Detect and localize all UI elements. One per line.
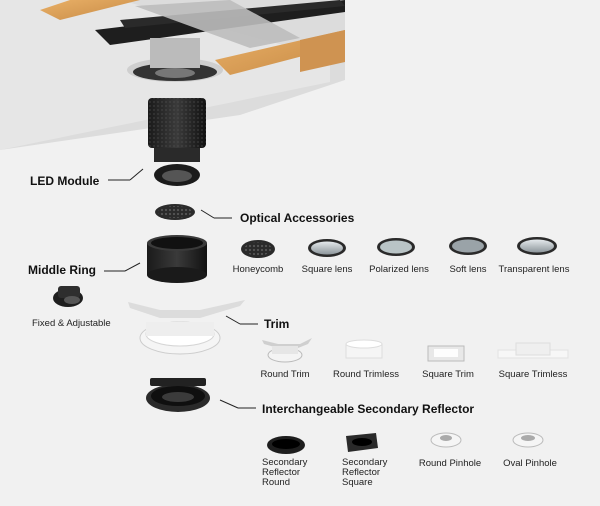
trim-caption: Square Trim: [422, 369, 474, 380]
optical-accessories-label: Optical Accessories: [240, 211, 355, 225]
honeycomb-filter: [155, 204, 195, 220]
led-module-label: LED Module: [30, 174, 100, 188]
trim-caption: Square Trimless: [498, 369, 568, 380]
optical-caption: Honeycomb: [232, 264, 284, 275]
optical-caption: Square lens: [301, 264, 353, 275]
recessed-housing: [127, 38, 223, 82]
round-trim-icon: [262, 338, 312, 363]
optical-caption: Polarized lens: [369, 264, 429, 275]
square-trimless-icon: [497, 342, 569, 359]
round-pinhole-icon: [430, 432, 462, 448]
optical-caption: Soft lens: [449, 264, 487, 275]
round-trimless-icon: [345, 339, 383, 359]
secondary-reflector-label: Interchangeable Secondary Reflector: [262, 402, 475, 416]
secondary-reflector-round-icon: [267, 436, 305, 454]
fixed-adjustable-label: Fixed & Adjustable: [32, 318, 111, 329]
fixed-adjustable-icon: [53, 286, 83, 307]
reflector-caption: Round Pinhole: [418, 458, 482, 469]
square-lens-icon: [308, 239, 346, 257]
trim: [128, 300, 245, 355]
square-trim-icon: [427, 345, 465, 362]
trim-caption: Round Trim: [260, 369, 310, 380]
transparent-lens-icon: [517, 237, 557, 255]
honeycomb-icon: [241, 240, 275, 258]
oval-pinhole-icon: [512, 432, 544, 448]
reflector-caption: Secondary Reflector Square: [342, 457, 388, 488]
trim-caption: Round Trimless: [333, 369, 399, 380]
secondary-reflector-square-icon: [346, 433, 378, 452]
optical-caption: Transparent lens: [498, 264, 570, 275]
reflector-caption: Oval Pinhole: [503, 458, 557, 469]
wood-joist: [40, 0, 345, 75]
polarized-lens-icon: [377, 238, 415, 256]
middle-ring: [147, 235, 207, 283]
reflector-caption: Secondary Reflector Round: [262, 457, 308, 488]
secondary-reflector: [146, 378, 210, 412]
middle-ring-label: Middle Ring: [28, 263, 96, 277]
soft-lens-icon: [449, 237, 487, 255]
led-module: [148, 98, 206, 186]
trim-label: Trim: [264, 317, 290, 331]
